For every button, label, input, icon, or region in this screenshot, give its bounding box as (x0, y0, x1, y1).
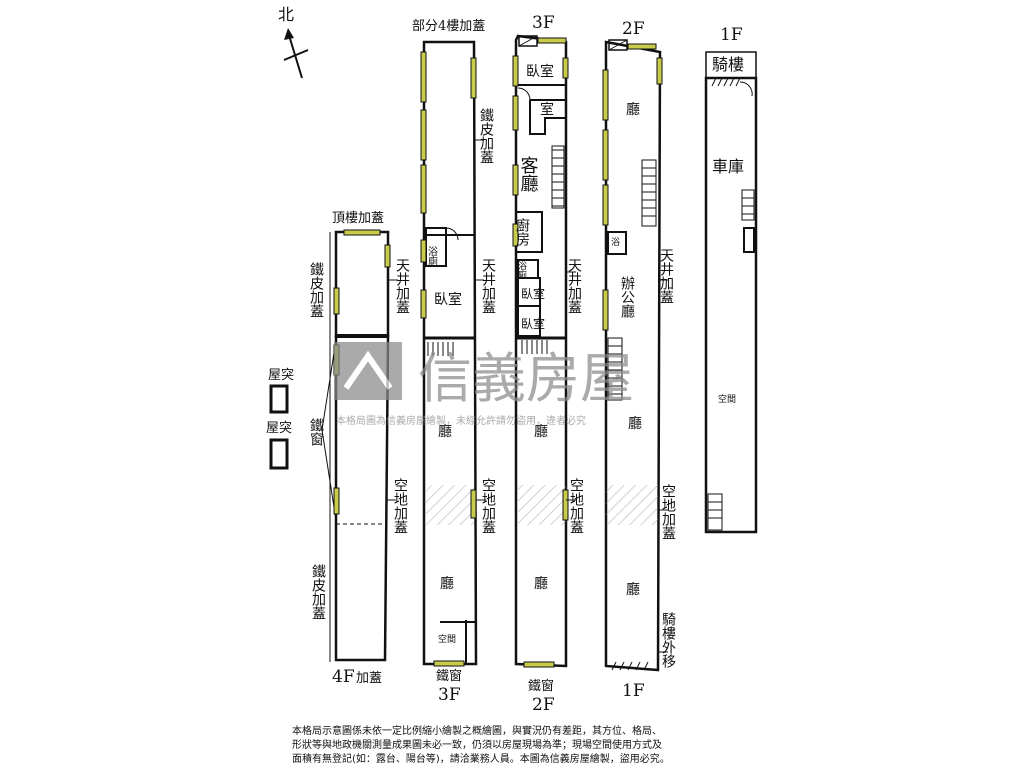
watermark-brand: 信義房屋 (418, 347, 634, 410)
disclaimer-line-3: 面積有無登記(如：露台、陽台等)，請洽業務人員。本圖為信義房屋繪製，盜用必究。 (292, 754, 670, 765)
north-compass: 北 (278, 5, 309, 79)
plan-3f-extension: 部分4樓加蓋 鐵皮加蓋 浴廁 臥室 天井加蓋 廳 空地加蓋 廳 空間 鐵窗 (412, 19, 496, 705)
plan-4f-label-1: 天井加蓋 (394, 258, 410, 314)
roof-protrusions: 屋突 屋突 (266, 367, 294, 470)
plan-2f-label-9: 空地加蓋 (568, 478, 584, 534)
plan-2f-label-8: 廳 (534, 423, 548, 440)
plan-1f-label-2: 辦公廳 (619, 276, 635, 319)
plan-ground-title: 1F (720, 25, 743, 45)
plan-1f-label-6: 廳 (626, 581, 640, 598)
plan-2f-label-5: 臥室 (521, 286, 545, 301)
roof-protrusion-label-1: 屋突 (268, 367, 294, 383)
plan-3f-ext-footer: 3F (438, 685, 461, 705)
plan-4f: 頂樓加蓋 鐵皮加蓋 天井加蓋 鐵窗 空地加蓋 鐵皮加蓋 4F 加蓋 (308, 211, 410, 687)
plan-2f-label-10: 廳 (534, 575, 548, 592)
roof-protrusion-box-2 (269, 438, 289, 470)
plan-4f-label-0: 鐵皮加蓋 (308, 261, 324, 318)
watermark: 信義房屋 本格局圖為信義房屋繪製，未經允許請勿盜用，違者必究 (334, 342, 634, 427)
plan-ground-label-0: 騎樓 (712, 55, 744, 74)
plan-3f-ext-label-3: 天井加蓋 (480, 258, 496, 314)
plan-2f-label-3: 廚房 (514, 217, 530, 246)
plan-2f-label-0: 臥室 (526, 63, 554, 80)
plan-2f-footer-top: 鐵窗 (528, 678, 554, 694)
plan-1f-label-4: 廳 (628, 415, 642, 432)
plan-4f-footer: 4F (332, 667, 355, 687)
plan-ground: 1F 騎樓 車庫 空間 (704, 25, 758, 534)
plan-4f-title: 頂樓加蓋 (332, 211, 384, 226)
plan-ground-label-1: 車庫 (712, 157, 744, 176)
plan-2f-label-1: 室 (540, 101, 554, 118)
plan-4f-label-3: 空地加蓋 (392, 478, 408, 534)
plan-3f-ext-label-6: 廳 (440, 575, 454, 592)
plan-2f-label-6: 臥室 (521, 316, 545, 331)
plan-1f-label-3: 天井加蓋 (658, 248, 674, 304)
plan-ground-label-2: 空間 (718, 393, 736, 405)
plan-4f-label-2: 鐵窗 (308, 417, 324, 446)
north-label: 北 (278, 5, 294, 24)
disclaimer-line-1: 本格局示意圖係未依一定比例縮小繪製之概繪圖，與實況仍有差距，其方位、格局、 (292, 726, 662, 737)
plan-2f-footer: 2F (532, 695, 555, 715)
plan-2f: 3F 臥室 室 客廳 (512, 13, 584, 715)
plan-3f-ext-label-7: 空間 (438, 633, 456, 645)
plan-2f-title: 3F (532, 13, 555, 33)
plan-1f-footer: 1F (622, 681, 645, 701)
plan-3f-ext-label-4: 廳 (438, 423, 452, 440)
plan-3f-ext-footer-top: 鐵窗 (436, 668, 462, 684)
plan-1f-label-5: 空地加蓋 (660, 484, 676, 540)
plan-3f-ext-label-0: 鐵皮加蓋 (478, 107, 494, 164)
plan-1f-label-1: 浴 (611, 237, 620, 248)
roof-protrusion-label-2: 屋突 (266, 420, 292, 436)
watermark-note: 本格局圖為信義房屋繪製，未經允許請勿盜用，違者必究 (336, 414, 586, 427)
plan-1f: 2F 廳 浴 辦公廳 (602, 19, 676, 701)
plan-3f-ext-label-5: 空地加蓋 (480, 478, 496, 534)
disclaimer-line-2: 形狀等與地政機關測量成果圖未必一致，仍須以房屋現場為準；現場空間使用方式及 (292, 740, 662, 751)
disclaimer: 本格局示意圖係未依一定比例縮小繪製之概繪圖，與實況仍有差距，其方位、格局、 形狀… (292, 725, 732, 767)
plan-2f-label-4: 浴廁 (516, 261, 527, 280)
plan-3f-ext-title: 部分4樓加蓋 (412, 19, 485, 34)
brand-house-icon (334, 342, 402, 400)
plan-1f-label-7: 騎樓外移 (660, 612, 676, 668)
plan-4f-label-4: 鐵皮加蓋 (310, 563, 326, 620)
plan-3f-ext-label-1: 浴廁 (426, 246, 438, 267)
plan-2f-label-7: 天井加蓋 (566, 258, 582, 314)
plan-1f-label-0: 廳 (626, 101, 640, 118)
plan-3f-ext-label-2: 臥室 (434, 291, 462, 308)
plan-1f-title: 2F (622, 19, 645, 39)
north-arrow-icon (284, 28, 294, 40)
plan-4f-footer-suffix: 加蓋 (356, 671, 382, 686)
plan-2f-label-2: 客廳 (518, 156, 539, 192)
roof-protrusion-box-1 (269, 384, 289, 414)
